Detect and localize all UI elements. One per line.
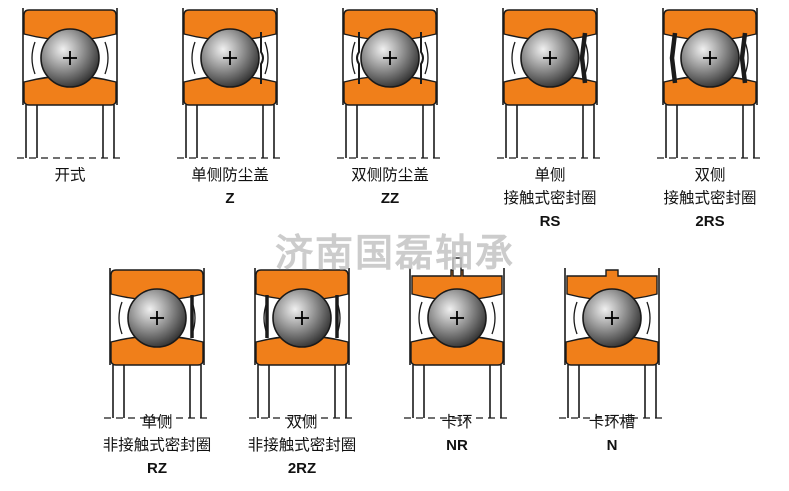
caption-open: 开式 [54, 164, 85, 187]
cage-left [351, 41, 356, 75]
caption-code: ZZ [380, 190, 400, 207]
caption-zz: 双侧防尘盖 ZZ [351, 164, 429, 210]
caption-line: 单侧防尘盖 [191, 166, 269, 184]
caption-code: 2RZ [287, 460, 317, 477]
outer-ring [411, 269, 503, 301]
caption-nr: 卡环 NR [441, 411, 472, 457]
bearing-2rs [657, 8, 763, 159]
caption-code: RS [539, 213, 561, 230]
cage-left [191, 41, 196, 75]
caption-rs: 单侧接触式密封圈 RS [503, 164, 596, 233]
cage-left [118, 301, 123, 335]
cage-right [744, 41, 749, 75]
caption-line: 双侧 [286, 413, 318, 431]
cage-right [646, 301, 651, 335]
bearing-zz [337, 8, 443, 159]
caption-line: 接触式密封圈 [663, 189, 757, 207]
caption-n: 卡环槽 N [589, 411, 636, 457]
caption-line: 双侧防尘盖 [351, 166, 429, 184]
bearing-2rz [249, 268, 355, 419]
caption-line: 非接触式密封圈 [102, 436, 212, 454]
shield-left [356, 32, 360, 84]
seal-right [579, 32, 588, 84]
caption-line: 单侧 [141, 413, 173, 431]
caption-line: 接触式密封圈 [503, 189, 597, 207]
snap-ring [452, 257, 462, 277]
seal-left [669, 32, 678, 84]
caption-code: RZ [146, 460, 167, 477]
bearing-rz [104, 268, 210, 419]
bearing-z [177, 8, 283, 159]
caption-code: N [606, 437, 618, 454]
caption-rz: 单侧非接触式密封圈 RZ [103, 411, 212, 480]
caption-line: 双侧 [694, 166, 726, 184]
bearing-rs [497, 8, 603, 159]
shield-right [420, 32, 424, 84]
outer-ring [566, 269, 658, 301]
caption-line: 开式 [54, 166, 86, 184]
bearing-nr [404, 257, 510, 419]
cage-right [264, 41, 269, 75]
caption-line: 卡环槽 [588, 413, 636, 431]
caption-2rs: 双侧接触式密封圈 2RS [663, 164, 756, 233]
cage-right [584, 41, 589, 75]
watermark-text: 济南国磊轴承 [274, 231, 515, 275]
shield-right [260, 32, 264, 84]
caption-code: Z [225, 190, 235, 207]
caption-2rz: 双侧非接触式密封圈 2RZ [248, 411, 357, 480]
caption-code: NR [446, 437, 468, 454]
cage-left [573, 301, 578, 335]
cage-right [424, 41, 429, 75]
caption-line: 非接触式密封圈 [247, 436, 357, 454]
caption-line: 单侧 [534, 166, 566, 184]
seal-right [739, 32, 748, 84]
bearing-n [559, 268, 665, 419]
cage-left [511, 41, 516, 75]
caption-line: 卡环 [441, 413, 473, 431]
cage-right [491, 301, 496, 335]
cage-left [418, 301, 423, 335]
caption-z: 单侧防尘盖 Z [191, 164, 269, 210]
cage-left [31, 41, 36, 75]
bearing-open [17, 8, 123, 159]
cage-right [104, 41, 109, 75]
caption-code: 2RS [695, 213, 725, 230]
